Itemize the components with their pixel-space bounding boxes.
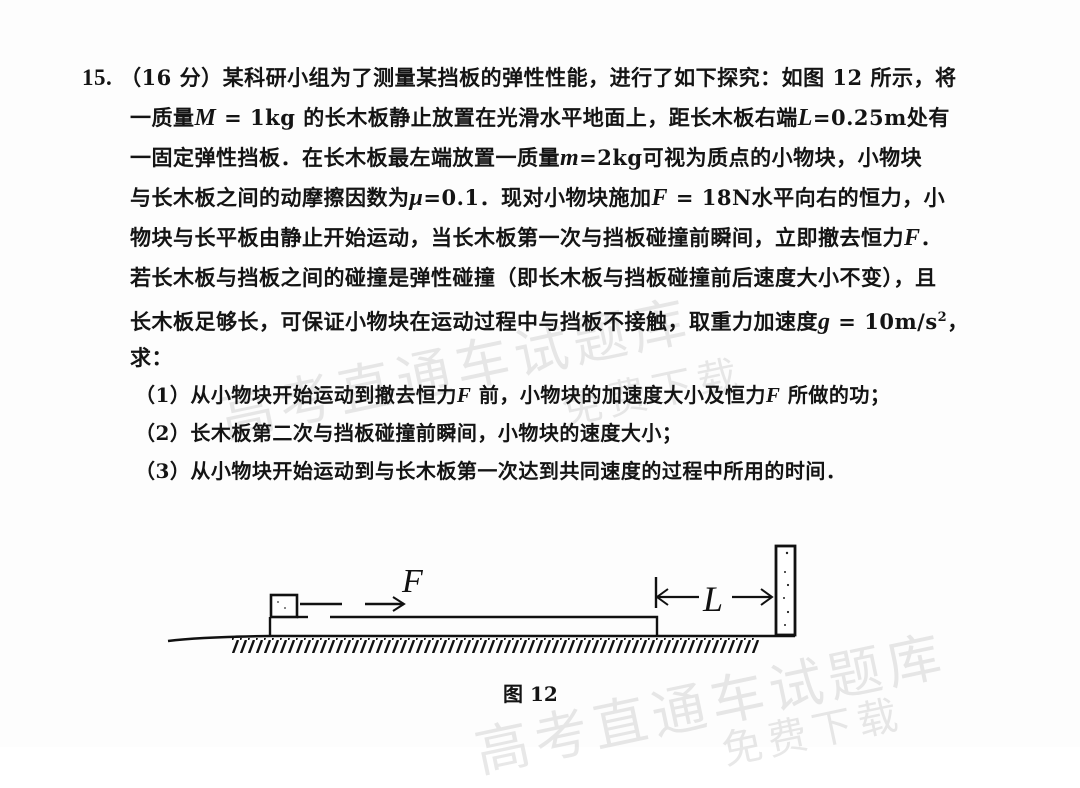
question-points: （16 分） <box>120 65 223 90</box>
long-plank <box>268 615 659 636</box>
text-segment: ．现对小物块施加 <box>479 185 652 210</box>
text-segment: 从小物块开始运动到与长木板第一次达到共同速度的过程中所用的时间． <box>190 459 847 483</box>
text-segment: 求： <box>130 345 173 370</box>
text-segment: 的长木板静止放置在光滑水平地面上，距长木板右端 <box>303 105 798 130</box>
var-F: F <box>456 383 472 407</box>
question-line-2: 一质量M = 1kg 的长木板静止放置在光滑水平地面上，距长木板右端L=0.25… <box>130 103 950 133</box>
elastic-barrier <box>774 544 797 637</box>
small-block <box>269 593 308 619</box>
text-segment: 可视为质点的小物块，小物块 <box>642 145 923 170</box>
text-segment: 一质量 <box>130 105 195 130</box>
text-segment: ， <box>947 309 969 334</box>
text-segment: 水平向右的恒力，小 <box>751 185 946 210</box>
text-segment: 若长木板与挡板之间的碰撞是弹性碰撞（即长木板与挡板碰撞前后速度大小不变），且 <box>130 265 937 290</box>
question-line-6: 若长木板与挡板之间的碰撞是弹性碰撞（即长木板与挡板碰撞前后速度大小不变），且 <box>130 263 937 293</box>
question-number: 15. <box>82 65 113 90</box>
value-L: =0.25m <box>812 105 907 130</box>
distance-label: L <box>702 579 723 619</box>
question-line-7: 长木板足够长，可保证小物块在运动过程中与挡板不接触，取重力加速度g = 10m/… <box>130 303 969 337</box>
var-F: F <box>765 383 781 407</box>
text-segment: 从小物块开始运动到撤去恒力 <box>190 383 457 407</box>
value-g: = 10m/s <box>830 309 938 334</box>
text-segment: 一固定弹性挡板．在长木板最左端放置一质量 <box>130 145 560 170</box>
text-segment: 所做的功； <box>780 383 891 407</box>
var-mu: μ <box>409 185 424 211</box>
value-F: = 18N <box>668 185 752 210</box>
var-F: F <box>904 225 921 251</box>
var-M: M <box>194 105 217 131</box>
subquestion-2: （2）长木板第二次与挡板碰撞前瞬间，小物块的速度大小； <box>135 418 682 448</box>
figure-12-diagram: F L <box>167 544 797 653</box>
exam-page: 高考直通车试题库 免费下载 高考直通车试题库 免费下载 15. （16 分）某科… <box>82 63 969 785</box>
distance-indicator <box>654 577 774 608</box>
text-segment: 处有 <box>906 105 950 130</box>
var-m: m <box>560 145 580 171</box>
question-line-4: 与长木板之间的动摩擦因数为μ=0.1．现对小物块施加F = 18N水平向右的恒力… <box>130 183 945 213</box>
force-arrow <box>300 596 406 612</box>
question-line-5: 物块与长平板由静止开始运动，当长木板第一次与挡板碰撞前瞬间，立即撤去恒力F． <box>130 223 942 253</box>
value-M: = 1kg <box>216 105 304 130</box>
subquestion-1: （1）从小物块开始运动到撤去恒力F 前，小物块的加速度大小及恒力F 所做的功； <box>135 380 890 410</box>
ground <box>167 634 795 653</box>
force-label: F <box>401 563 424 600</box>
var-g: g <box>818 309 831 335</box>
value-mu: =0.1 <box>423 185 480 210</box>
text-segment: 物块与长平板由静止开始运动，当长木板第一次与挡板碰撞前瞬间，立即撤去恒力 <box>130 225 904 250</box>
text-segment: 某科研小组为了测量某挡板的弹性性能，进行了如下探究：如图 12 所示，将 <box>222 65 957 90</box>
subquestion-label: （2） <box>135 421 191 445</box>
question-line-3: 一固定弹性挡板．在长木板最左端放置一质量m=2kg可视为质点的小物块，小物块 <box>130 143 922 173</box>
var-L: L <box>797 105 813 131</box>
text-segment: 前，小物块的加速度大小及恒力 <box>471 383 766 407</box>
figure-caption: 图 12 <box>503 682 558 706</box>
var-F: F <box>651 185 669 211</box>
exponent: 2 <box>937 310 948 325</box>
question-line-1: 15. （16 分）某科研小组为了测量某挡板的弹性性能，进行了如下探究：如图 1… <box>82 63 956 93</box>
subquestion-3: （3）从小物块开始运动到与长木板第一次达到共同速度的过程中所用的时间． <box>135 456 846 486</box>
value-m: =2kg <box>579 145 643 170</box>
subquestion-label: （1） <box>135 383 191 407</box>
text-segment: 长木板足够长，可保证小物块在运动过程中与挡板不接触，取重力加速度 <box>130 309 818 334</box>
text-segment: 长木板第二次与挡板碰撞前瞬间，小物块的速度大小； <box>190 421 683 445</box>
text-segment: ． <box>920 225 943 250</box>
subquestion-label: （3） <box>135 459 191 483</box>
question-line-8: 求： <box>130 343 173 373</box>
text-segment: 与长木板之间的动摩擦因数为 <box>130 185 410 210</box>
